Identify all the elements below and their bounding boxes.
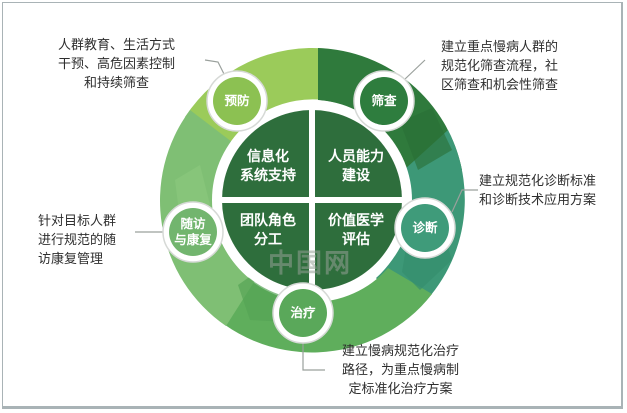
node-line: 与康复	[174, 232, 212, 247]
treatment-description: 建立慢病规范化治疗 路径，为重点慢病制 定标准化治疗方案	[342, 342, 459, 399]
center-disc	[220, 108, 404, 292]
description-line: 访康复管理	[38, 252, 104, 267]
quadrant-team-roles: 团队角色 分工	[230, 212, 306, 250]
description-line: 和诊断技术应用方案	[479, 193, 597, 208]
quadrant-line: 系统支持	[240, 168, 296, 184]
description-line: 定标准化治疗方案	[348, 382, 453, 397]
followup-description: 针对目标人群 进行规范的随 访康复管理	[38, 212, 116, 269]
quadrant-info-system: 信息化 系统支持	[230, 148, 306, 186]
description-line: 人群教育、生活方式	[58, 38, 176, 53]
diagnosis-description: 建立规范化诊断标准 和诊断技术应用方案	[479, 172, 596, 210]
description-line: 针对目标人群	[38, 214, 117, 229]
stage-treatment-label: 治疗	[290, 305, 316, 320]
description-line: 进行规范的随	[38, 233, 117, 248]
description-line: 路径，为重点慢病制	[342, 363, 460, 378]
quadrant-line: 建设	[342, 168, 370, 184]
quadrant-line: 团队角色	[240, 213, 296, 229]
stage-followup-label: 随访 与康复	[169, 216, 217, 248]
node-line: 随访	[180, 216, 206, 231]
description-line: 建立重点慢病人群的	[441, 40, 559, 55]
stage-screening-label: 筛查	[371, 93, 397, 108]
quadrant-line: 评估	[342, 232, 370, 248]
connector-lines	[135, 59, 478, 371]
quadrant-staff-capacity: 人员能力 建设	[316, 148, 396, 186]
stage-diagnosis-label: 诊断	[412, 220, 438, 235]
quadrant-line: 价值医学	[328, 213, 384, 229]
screening-description: 建立重点慢病人群的 规范化筛查流程，社 区筛查和机会性筛查	[441, 38, 558, 95]
description-line: 干预、高危因素控制	[58, 57, 176, 72]
stage-nodes	[162, 70, 456, 344]
description-line: 建立慢病规范化治疗	[342, 344, 460, 359]
description-line: 建立规范化诊断标准	[479, 174, 597, 189]
description-line: 规范化筛查流程，社	[441, 59, 559, 74]
prevention-description: 人群教育、生活方式 干预、高危因素控制 和持续筛查	[58, 36, 175, 93]
stage-prevention-label: 预防	[224, 93, 250, 108]
quadrant-line: 信息化	[247, 149, 289, 165]
quadrant-value-medicine: 价值医学 评估	[316, 212, 396, 250]
watermark: 中国网	[268, 249, 353, 279]
description-line: 和持续筛查	[84, 76, 150, 91]
description-line: 区筛查和机会性筛查	[441, 78, 559, 93]
quadrant-line: 人员能力	[328, 149, 384, 165]
quadrant-line: 分工	[254, 232, 282, 248]
